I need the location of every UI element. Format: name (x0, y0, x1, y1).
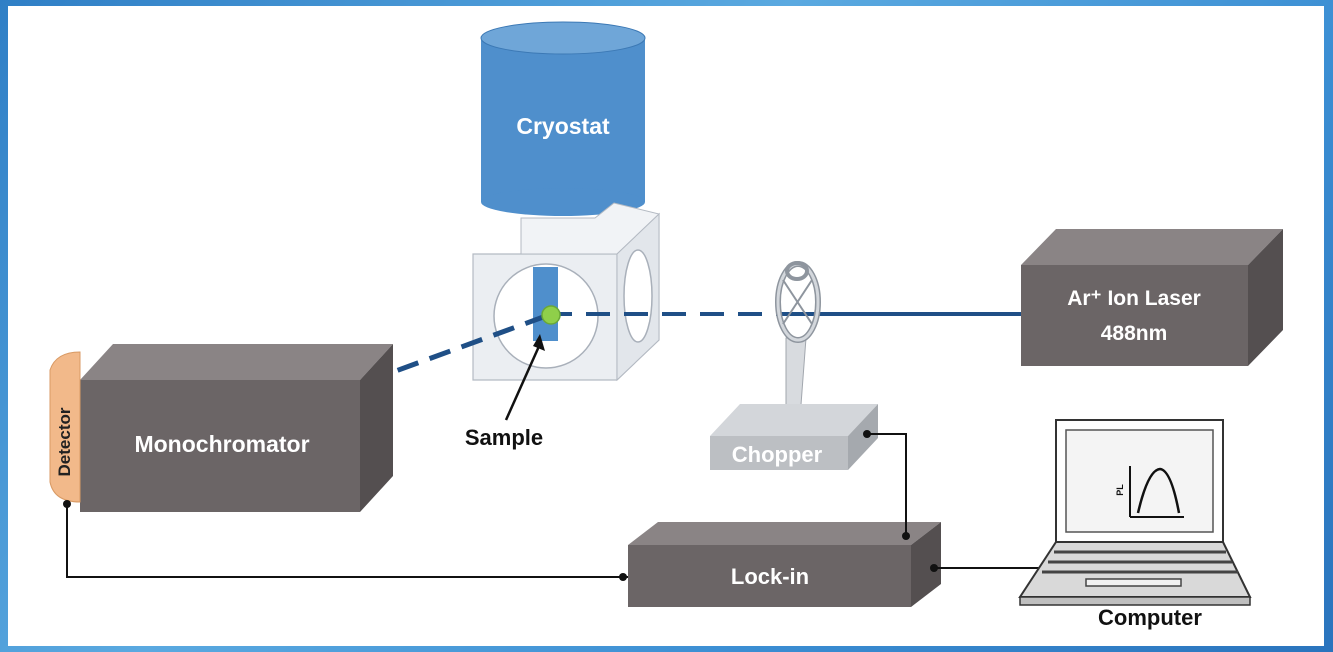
laser-wavelength-label: 488nm (1101, 322, 1168, 345)
screen-axis-label: PL (1115, 484, 1125, 496)
signal-wires (66, 433, 1040, 578)
chopper-label: Chopper (732, 442, 823, 467)
monochromator-box: Monochromator (80, 344, 393, 512)
cryostat-cylinder: Cryostat (480, 21, 646, 216)
chopper-wheel (775, 261, 821, 425)
pl-curve (1136, 467, 1181, 514)
wire-connectors (63, 430, 938, 581)
cryostat-label: Cryostat (516, 113, 610, 139)
lockin-label: Lock-in (731, 564, 809, 589)
computer: PL Computer (1018, 419, 1252, 630)
laser-box: Ar⁺ Ion Laser 488nm (1021, 229, 1283, 366)
computer-label: Computer (1098, 605, 1202, 630)
lockin-box: Lock-in (628, 522, 941, 607)
chopper-base: Chopper (710, 404, 878, 470)
laser-label-text: Ar⁺ Ion Laser (1067, 287, 1201, 310)
sample-chamber (472, 202, 661, 382)
laptop-screen (1065, 429, 1214, 533)
sample-label: Sample (465, 425, 543, 450)
sample-annotation: Sample (465, 334, 545, 450)
laser-label-line1: Ar⁺ Ion Laser (1067, 287, 1201, 310)
detector-label: Detector (55, 407, 74, 476)
laptop-base (1018, 541, 1252, 598)
monochromator-label: Monochromator (134, 431, 309, 457)
laser-beam (392, 312, 1021, 375)
detector: Detector (49, 351, 81, 503)
sample-dot (541, 305, 561, 325)
